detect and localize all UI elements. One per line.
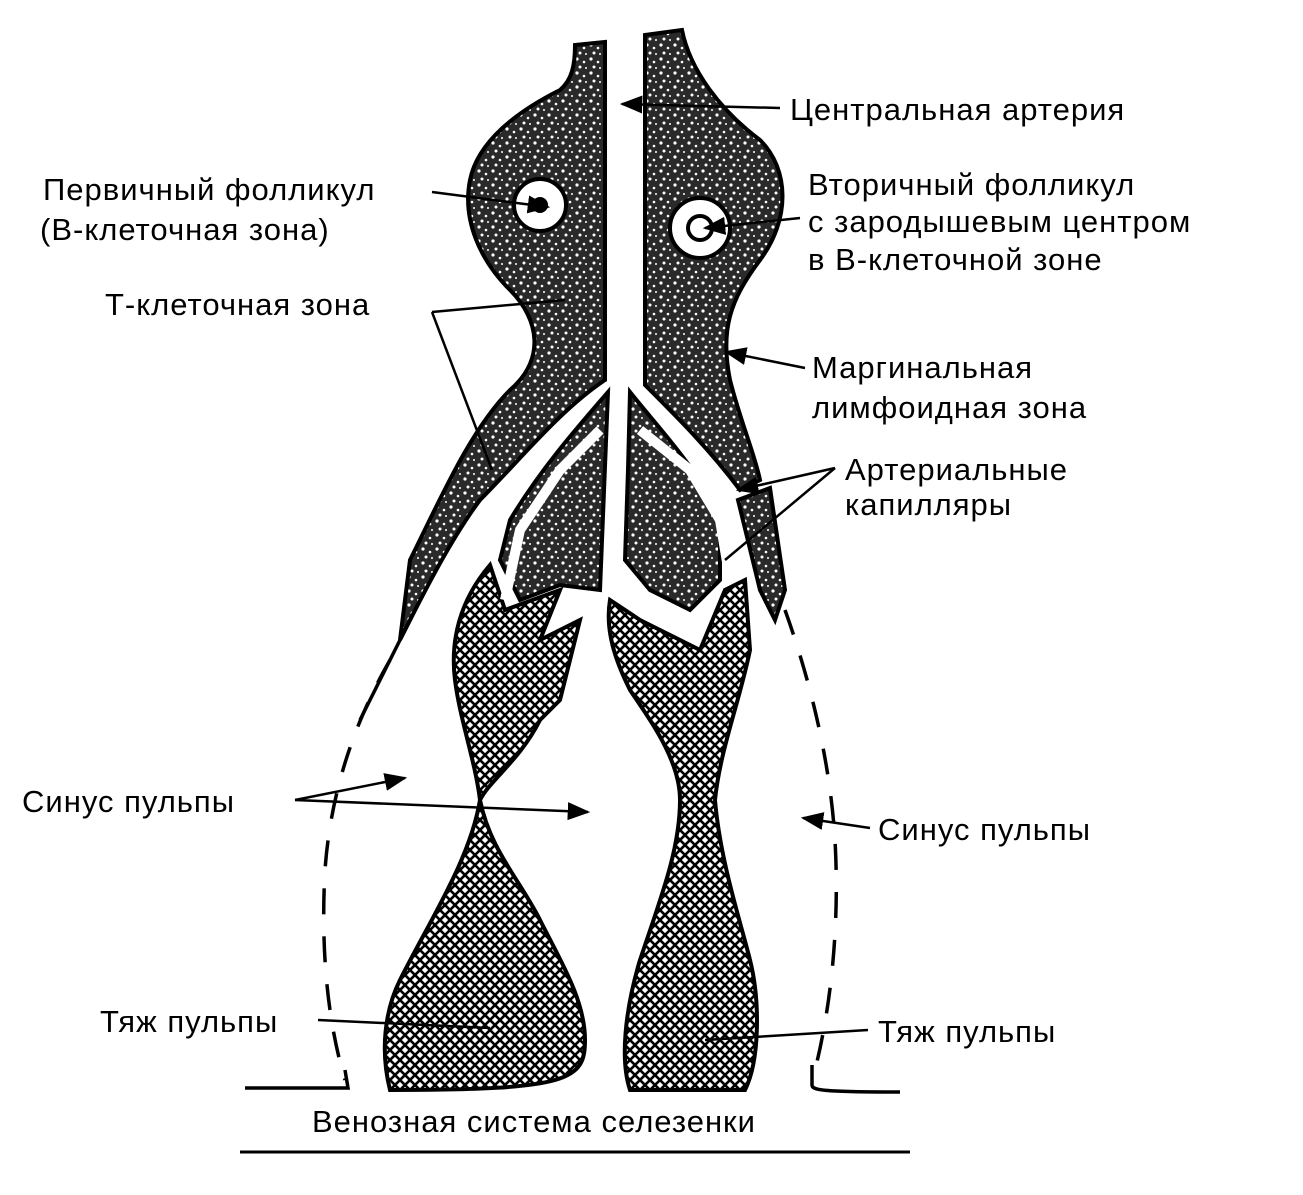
label-arterial-capillaries-2: капилляры — [845, 487, 1012, 522]
leader-primary-follicle — [431, 190, 551, 214]
leader-sinus-right — [800, 812, 871, 830]
left-vein-hook — [245, 1069, 351, 1090]
label-arterial-capillaries-1: Артериальные — [845, 452, 1068, 487]
right-pulp-cord — [606, 576, 759, 1092]
left-pulp-cord — [382, 561, 588, 1093]
label-secondary-follicle-2: с зародышевым центром — [808, 204, 1191, 239]
leader-capillaries-2 — [724, 467, 836, 561]
label-primary-follicle-1: Первичный фолликул — [43, 172, 375, 207]
left-sinus-solid-top — [358, 639, 402, 721]
leader-t-cell-zone-2 — [430, 311, 494, 471]
right-lymphoid-sheath — [643, 27, 785, 493]
leader-capillaries-1 — [735, 466, 836, 495]
label-pulp-sinus-left: Синус пульпы — [22, 784, 235, 819]
right-vein-hook — [810, 1065, 901, 1094]
leader-t-cell-zone — [431, 298, 566, 314]
label-pulp-cord-right: Тяж пульпы — [878, 1014, 1056, 1049]
label-primary-follicle-2: (В-клеточная зона) — [40, 212, 330, 247]
label-venous-system: Венозная система селезенки — [312, 1104, 756, 1139]
label-secondary-follicle-3: в В-клеточной зоне — [808, 242, 1103, 277]
label-marginal-zone-1: Маргинальная — [812, 350, 1033, 385]
left-capillary-branch — [500, 426, 604, 602]
label-pulp-sinus-right: Синус пульпы — [878, 812, 1091, 847]
leader-cord-left — [317, 1018, 491, 1030]
leader-secondary-follicle — [702, 216, 801, 235]
right-sinus-outline — [783, 609, 839, 1071]
leader-sinus-left-2 — [294, 798, 591, 821]
leader-sinus-left-1 — [294, 773, 408, 802]
left-sinus-outline — [321, 659, 392, 1081]
label-t-cell-zone: Т-клеточная зона — [105, 287, 370, 322]
leader-central-artery — [619, 95, 781, 114]
right-capillary-branch — [636, 426, 735, 581]
label-marginal-zone-2: лимфоидная зона — [812, 390, 1087, 425]
label-central-artery: Центральная артерия — [790, 92, 1125, 127]
leader-marginal-zone — [723, 347, 806, 370]
label-pulp-cord-left: Тяж пульпы — [100, 1004, 278, 1039]
leader-cord-right — [704, 1028, 869, 1042]
label-secondary-follicle-1: Вторичный фолликул — [808, 167, 1135, 202]
